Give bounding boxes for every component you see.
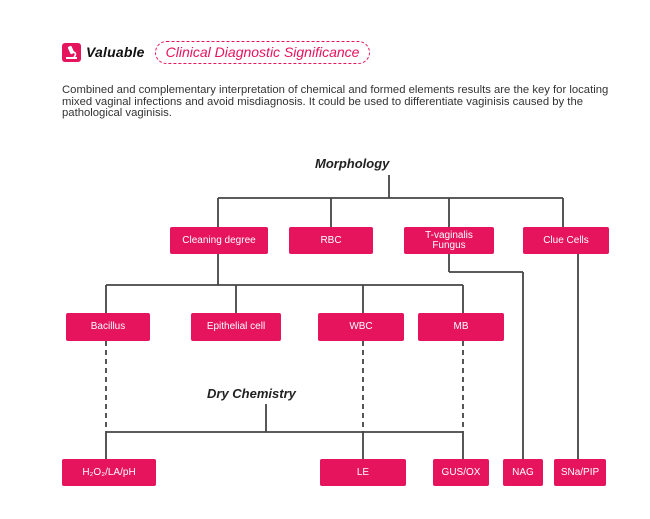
t-vaginalis-label: T-vaginalis [425,229,473,241]
fungus-label: Fungus [432,239,466,251]
brand-label: Valuable [86,44,145,60]
mb-box: MB [418,313,504,341]
description-text: Combined and complementary interpretatio… [62,84,609,119]
section-subtitle: Clinical Diagnostic Significance [154,40,371,64]
cleaning-degree-box: Cleaning degree [170,227,268,254]
nag-box: NAG [503,459,543,486]
microscope-icon [62,42,81,62]
sna-pip-box: SNa/PIP [554,459,606,486]
gus-ox-box: GUS/OX [433,459,489,486]
t-vaginalis-fungus-box: T-vaginalis Fungus [404,227,494,254]
rbc-box: RBC [289,227,373,254]
wbc-box: WBC [318,313,404,341]
dry-chemistry-title: Dry Chemistry [207,386,296,401]
morphology-title: Morphology [315,156,390,171]
epithelial-cell-box: Epithelial cell [191,313,281,341]
le-box: LE [320,459,406,486]
bacillus-box: Bacillus [66,313,150,341]
h2o2-la-ph-box: H₂O₂/LA/pH [62,459,156,486]
clue-cells-box: Clue Cells [523,227,609,254]
section-header: Valuable Clinical Diagnostic Significanc… [62,40,371,64]
